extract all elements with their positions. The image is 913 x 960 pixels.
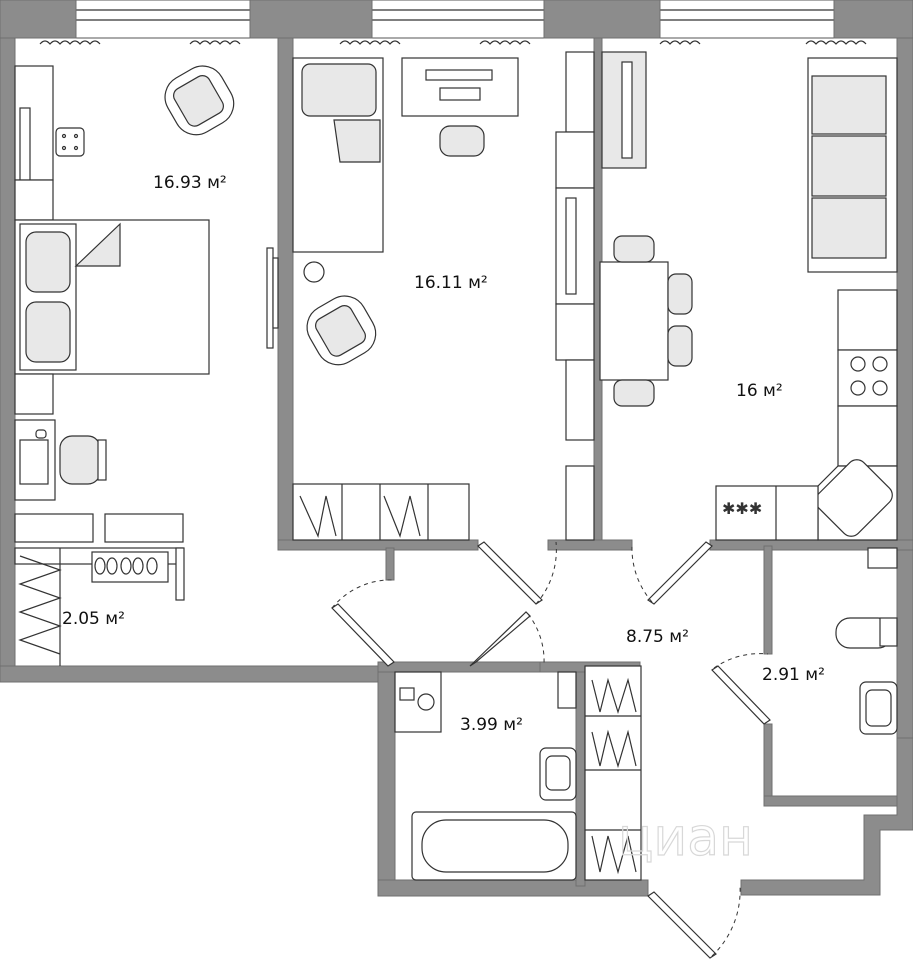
walls bbox=[0, 0, 913, 897]
wardrobe-furniture bbox=[14, 547, 185, 666]
kitchen-furniture: ✱✱✱ bbox=[599, 40, 898, 541]
area-label-bathroom: 3.99 м² bbox=[460, 715, 523, 735]
area-label-kitchen-living: 16 м² bbox=[736, 381, 783, 401]
bedroom-2-furniture bbox=[292, 40, 595, 541]
svg-text:✱✱✱: ✱✱✱ bbox=[722, 499, 762, 518]
toilet-furniture bbox=[835, 547, 898, 735]
doors bbox=[266, 247, 771, 959]
area-label-toilet: 2.91 м² bbox=[762, 665, 825, 685]
area-label-bedroom-2: 16.11 м² bbox=[414, 273, 488, 293]
watermark: циан bbox=[618, 808, 753, 868]
area-label-bedroom-1: 16.93 м² bbox=[153, 173, 227, 193]
bedroom-1-furniture bbox=[14, 40, 241, 543]
windows bbox=[75, 0, 835, 39]
area-label-wardrobe: 2.05 м² bbox=[62, 609, 125, 629]
bathroom-furniture bbox=[394, 665, 642, 881]
area-label-hallway: 8.75 м² bbox=[626, 627, 689, 647]
